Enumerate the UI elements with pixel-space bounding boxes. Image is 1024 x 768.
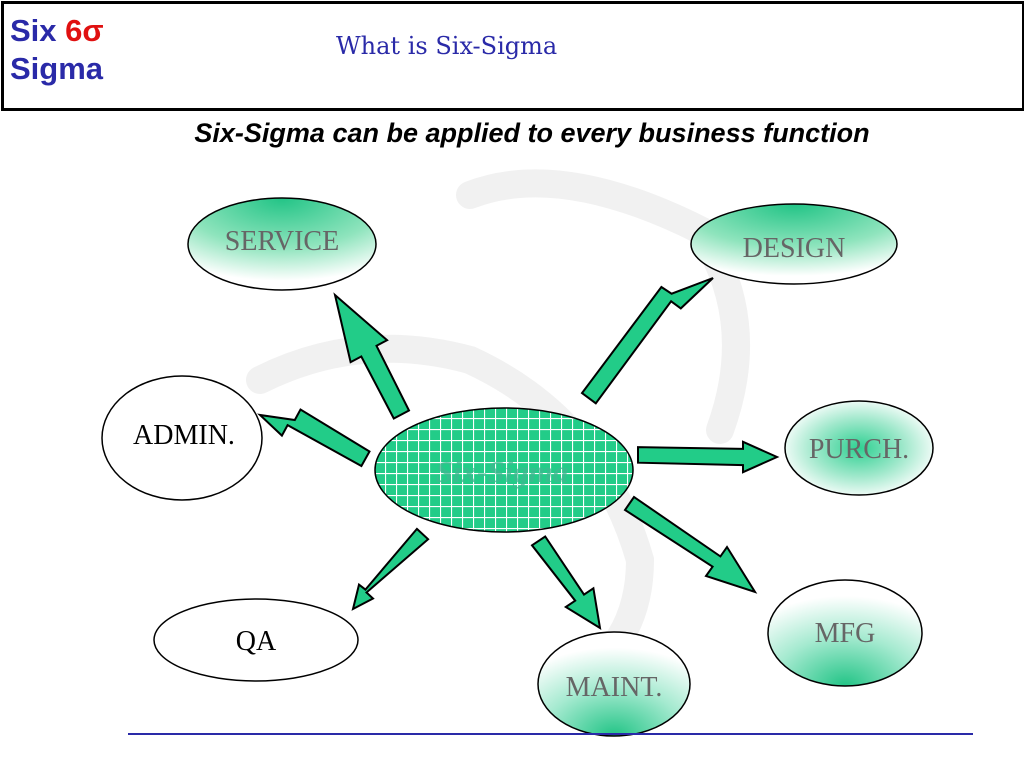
slide-subtitle: Six-Sigma can be applied to every busine… [194, 118, 870, 148]
node-admin [101, 375, 263, 501]
node-maint [537, 631, 691, 737]
arrow-to-mfg [623, 495, 758, 594]
arrow-to-qa [351, 527, 430, 611]
logo-word-six: Six [10, 13, 57, 48]
page-title: What is Six-Sigma [336, 32, 558, 60]
arrow-to-admin [257, 408, 371, 468]
arrow-to-maint [530, 535, 602, 631]
arrow-to-design [580, 277, 714, 405]
node-purch [784, 400, 934, 496]
logo-word-sigma: Sigma [10, 51, 104, 86]
footer-divider [128, 733, 973, 735]
node-purch-label: PURCH. [809, 434, 909, 465]
node-service-label: SERVICE [225, 226, 339, 257]
header-box [1, 1, 1024, 111]
node-design [690, 203, 898, 285]
node-qa-label: QA [236, 626, 277, 657]
six-sigma-logo: Six 6σ Sigma [10, 12, 104, 88]
arrow-to-service [333, 292, 411, 420]
logo-sigma-symbol: 6σ [65, 13, 104, 48]
node-service [187, 197, 377, 291]
node-six-sigma-center-label: Six-Sigma [436, 454, 569, 489]
arrow-to-purch [637, 440, 780, 474]
node-admin-label: ADMIN. [133, 420, 235, 451]
node-design-label: DESIGN [743, 233, 846, 264]
node-maint-label: MAINT. [566, 672, 663, 703]
node-six-sigma-center [374, 407, 634, 533]
node-mfg [767, 579, 923, 687]
node-mfg-label: MFG [815, 618, 876, 649]
node-qa [153, 598, 359, 682]
